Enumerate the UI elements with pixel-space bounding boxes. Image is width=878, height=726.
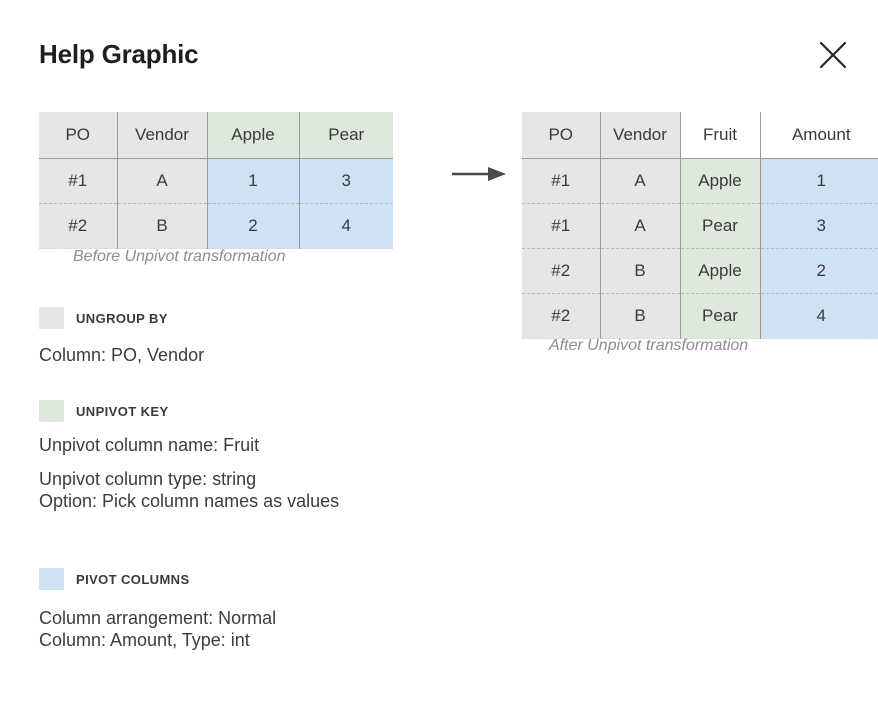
cell-vendor: A	[599, 203, 680, 249]
cell-po: #2	[522, 248, 600, 294]
legend-detail-unpivot-column-name: Unpivot column name: Fruit	[39, 435, 260, 455]
cell-vendor: A	[599, 158, 680, 204]
cell-pear: 3	[298, 158, 393, 204]
table-row: #2 B Apple 2	[522, 248, 878, 294]
cell-fruit: Apple	[679, 158, 760, 204]
legend-group-unpivot-key: UNPIVOT KEY Unpivot column name: Fruit U…	[39, 400, 339, 512]
cell-fruit: Pear	[679, 293, 760, 339]
column-header-vendor: Vendor	[599, 112, 680, 159]
cell-po: #2	[39, 203, 117, 249]
table-row: #2 B 2 4	[39, 203, 393, 249]
cell-po: #1	[522, 203, 600, 249]
table-row: #1 A Pear 3	[522, 203, 878, 249]
column-header-po: PO	[39, 112, 117, 159]
cell-pear: 4	[298, 203, 393, 249]
cell-apple: 1	[206, 158, 299, 204]
cell-amount: 4	[759, 293, 878, 339]
cell-amount: 3	[759, 203, 878, 249]
page-title: Help Graphic	[39, 39, 199, 69]
swatch-unpivot-key-icon	[39, 400, 64, 422]
legend-title-pivot-columns: PIVOT COLUMNS	[76, 571, 190, 587]
swatch-pivot-columns-icon	[39, 568, 64, 590]
table-row: #2 B Pear 4	[522, 293, 878, 339]
dialog-header: Help Graphic	[0, 0, 878, 96]
cell-vendor: B	[116, 203, 207, 249]
column-header-vendor: Vendor	[116, 112, 207, 159]
cell-amount: 2	[759, 248, 878, 294]
legend-detail-column-arrangement: Column arrangement: Normal	[39, 608, 277, 628]
legend-header: UNGROUP BY	[39, 307, 204, 329]
legend-group-pivot-columns: PIVOT COLUMNS Column arrangement: Normal…	[39, 568, 276, 651]
legend-header: UNPIVOT KEY	[39, 400, 339, 422]
cell-vendor: A	[116, 158, 207, 204]
after-table-caption: After Unpivot transformation	[549, 337, 749, 354]
arrow-right-icon	[452, 166, 508, 182]
before-table-caption: Before Unpivot transformation	[73, 248, 286, 265]
after-table: PO Vendor Fruit Amount #1 A Apple 1 #1 A…	[522, 112, 878, 339]
legend-header: PIVOT COLUMNS	[39, 568, 276, 590]
column-header-pear: Pear	[298, 112, 393, 159]
legend-detail-column-type: Column: Amount, Type: int	[39, 630, 250, 650]
legend-group-ungroup-by: UNGROUP BY Column: PO, Vendor	[39, 307, 204, 366]
column-header-po: PO	[522, 112, 600, 159]
column-header-amount: Amount	[759, 112, 878, 159]
cell-vendor: B	[599, 293, 680, 339]
cell-amount: 1	[759, 158, 878, 204]
legend-detail-option: Option: Pick column names as values	[39, 491, 340, 511]
legend-detail-column: Column: PO, Vendor	[39, 345, 205, 365]
table-row: #1 A Apple 1	[522, 158, 878, 204]
before-table-wrapper: PO Vendor Apple Pear #1 A 1 3 #2 B 2 4	[39, 112, 393, 249]
swatch-ungroup-by-icon	[39, 307, 64, 329]
legend-title-unpivot-key: UNPIVOT KEY	[76, 403, 169, 419]
after-table-wrapper: PO Vendor Fruit Amount #1 A Apple 1 #1 A…	[522, 112, 878, 339]
column-header-fruit: Fruit	[679, 112, 760, 159]
table-header-row: PO Vendor Apple Pear	[39, 112, 393, 159]
transformation-diagram: PO Vendor Apple Pear #1 A 1 3 #2 B 2 4	[0, 96, 878, 376]
column-header-apple: Apple	[206, 112, 299, 159]
cell-apple: 2	[206, 203, 299, 249]
cell-po: #1	[522, 158, 600, 204]
cell-vendor: B	[599, 248, 680, 294]
cell-po: #2	[522, 293, 600, 339]
legend-detail-unpivot-column-type: Unpivot column type: string	[39, 469, 257, 489]
before-table: PO Vendor Apple Pear #1 A 1 3 #2 B 2 4	[39, 112, 393, 249]
cell-po: #1	[39, 158, 117, 204]
cell-fruit: Apple	[679, 248, 760, 294]
table-row: #1 A 1 3	[39, 158, 393, 204]
cell-fruit: Pear	[679, 203, 760, 249]
close-icon[interactable]	[816, 38, 850, 72]
table-header-row: PO Vendor Fruit Amount	[522, 112, 878, 159]
legend-title-ungroup-by: UNGROUP BY	[76, 310, 168, 326]
